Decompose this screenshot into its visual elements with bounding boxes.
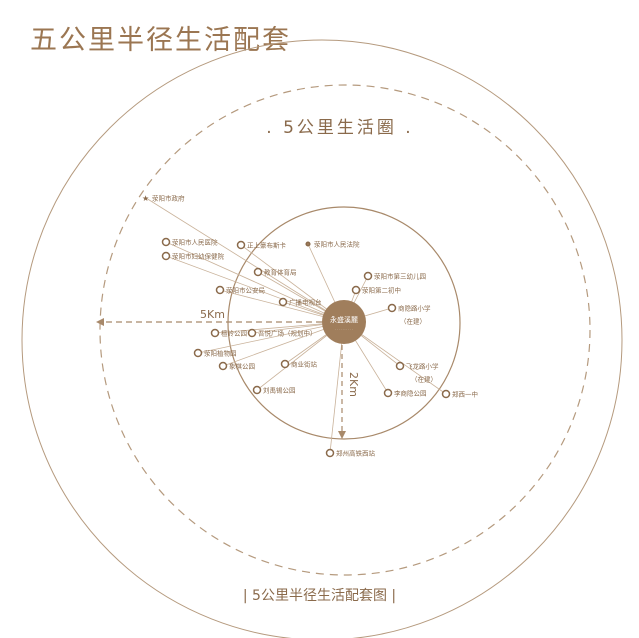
pin-icon xyxy=(236,240,246,250)
two-km-label: 2Km xyxy=(347,372,360,397)
poi-label: 荥阳市人民医院 xyxy=(172,238,218,247)
shield-icon xyxy=(215,285,225,295)
star-icon: ★ xyxy=(142,194,149,203)
cap-icon xyxy=(351,285,361,295)
outer-ring xyxy=(21,39,623,638)
tv-icon xyxy=(278,297,288,307)
page-title: 五公里半径生活配套 xyxy=(30,25,291,56)
poi-label: 商业街站 xyxy=(291,360,318,369)
five-km-label: 5Km xyxy=(200,308,225,321)
cap-icon xyxy=(387,303,397,313)
hospital-icon xyxy=(161,251,171,261)
poi-label: 吾悦广场（规划中） xyxy=(258,329,317,338)
poi-label: 象棋公园 xyxy=(229,362,255,371)
project-subtitle: · · · · · · · · · · xyxy=(335,327,353,331)
poi-label: 荥阳植物园 xyxy=(204,349,237,358)
connector-line xyxy=(145,197,345,323)
project-center xyxy=(322,300,366,344)
caption: | 5公里半径生活配套图 | xyxy=(242,588,397,604)
poi-label: 广播电视台 xyxy=(289,298,322,307)
gear-icon xyxy=(280,359,290,369)
hospital-icon xyxy=(161,237,171,247)
connector-lines xyxy=(145,197,447,454)
poi-label: 荥阳市政府 xyxy=(152,194,185,203)
poi-label: 李商隐公园 xyxy=(394,389,427,398)
poi-label: 刘禹锡公园 xyxy=(263,386,296,395)
park-icon xyxy=(210,328,220,338)
poi-label: （在建） xyxy=(411,375,437,384)
cap-icon xyxy=(441,389,451,399)
cap-icon xyxy=(363,271,373,281)
poi-label: 荥阳市妇幼保健院 xyxy=(172,252,225,261)
poi-label: 教育体育局 xyxy=(264,268,297,277)
poi-label: 檀岭公园 xyxy=(221,329,247,338)
park-icon xyxy=(383,388,393,398)
poi-label: 荥阳第二初中 xyxy=(362,286,401,295)
shop-icon xyxy=(247,328,257,338)
ring-label: . 5公里生活圈 . xyxy=(266,118,413,138)
five-km-ring xyxy=(99,84,591,576)
connector-line xyxy=(165,255,345,323)
train-icon xyxy=(325,448,335,458)
poi-label: 荥阳市人民法院 xyxy=(314,240,360,249)
poi-label: 飞龙路小学 xyxy=(406,362,439,371)
project-name: 永盛溪麓 xyxy=(330,315,358,324)
two-km-ring xyxy=(227,206,461,440)
gear-icon xyxy=(253,267,263,277)
poi-label: 荥阳市第三幼儿园 xyxy=(374,272,426,281)
park-icon xyxy=(218,361,228,371)
poi-label: 郑西一中 xyxy=(452,390,478,399)
arrowhead-down xyxy=(338,431,346,439)
connector-line xyxy=(165,241,345,323)
poi-label: 正上豪布斯卡 xyxy=(247,241,287,250)
arrowhead-left xyxy=(96,318,104,326)
park-icon xyxy=(252,385,262,395)
connector-line xyxy=(197,321,345,354)
cap-icon xyxy=(395,361,405,371)
dot-icon xyxy=(305,241,311,247)
poi-label: 商隐路小学 xyxy=(398,304,431,313)
park-icon xyxy=(193,348,203,358)
poi-label: （在建） xyxy=(400,317,426,326)
poi-label: 荥阳市公安局 xyxy=(226,286,265,295)
poi-label: 郑州高铁西站 xyxy=(336,449,376,458)
